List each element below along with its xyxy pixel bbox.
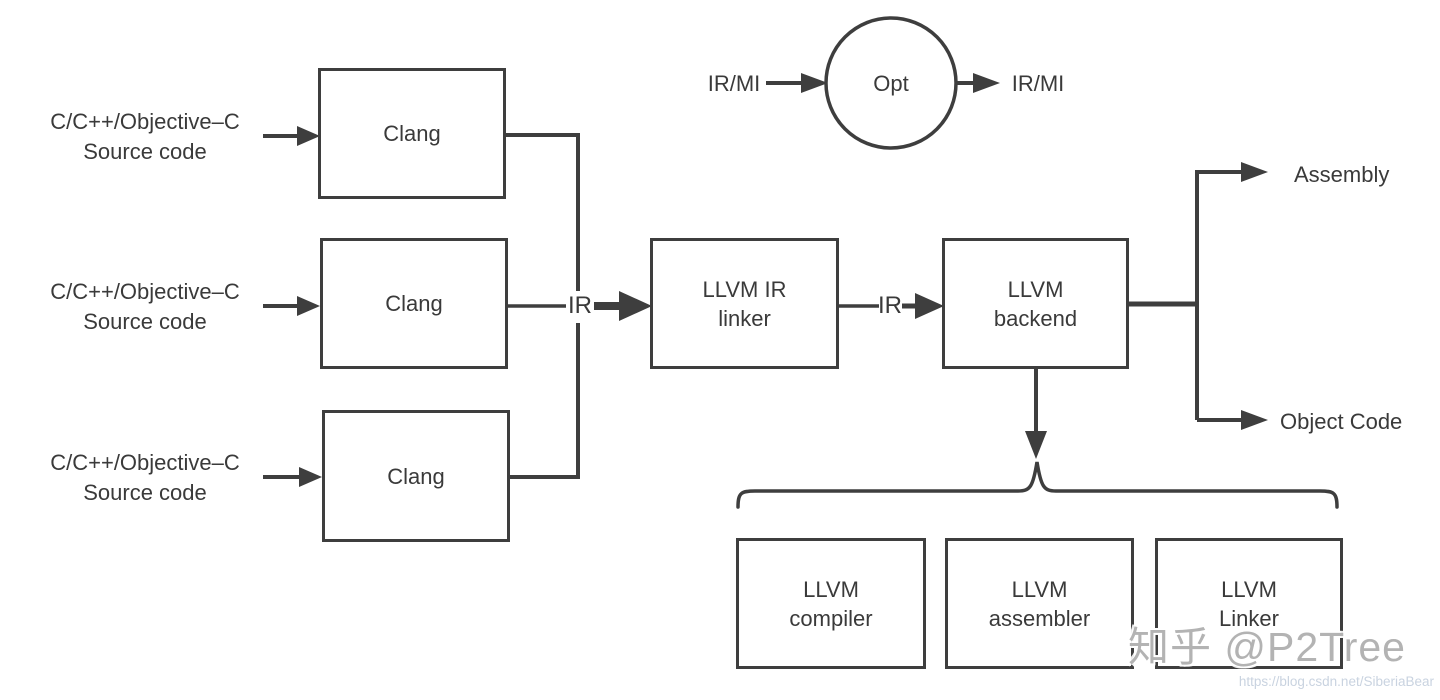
arrow-source1-to-clang1: [263, 126, 320, 146]
arrowhead-icon: [1241, 162, 1268, 182]
arrow-source3-to-clang3: [263, 467, 322, 487]
llvm-linker-line1: LLVM: [1221, 576, 1277, 602]
arrow-irmi-to-opt: [766, 73, 828, 93]
llvm-linker-box: LLVM Linker: [1155, 538, 1343, 669]
irmi-output-label: IR/MI: [1011, 71, 1065, 96]
arrow-ir-to-backend: [902, 293, 944, 319]
llvm-compiler-box: LLVM compiler: [736, 538, 926, 669]
clang-box-1: Clang: [318, 68, 506, 199]
ir-linked-label: IR: [878, 292, 902, 319]
clang-box-2-label: Clang: [385, 291, 443, 316]
source-code-label-2: C/C++/Objective–C Source code: [20, 277, 270, 337]
clang-box-3: Clang: [322, 410, 510, 542]
zhihu-watermark: 知乎 @P2Tree: [1128, 624, 1406, 670]
arrowhead-icon: [1025, 431, 1047, 459]
opt-node-label: Opt: [873, 71, 909, 96]
object-code-output-label: Object Code: [1280, 409, 1403, 434]
llvm-backend-line1: LLVM: [1007, 276, 1064, 302]
arrowhead-icon: [915, 293, 944, 319]
arrowhead-icon: [297, 296, 320, 316]
arrowhead-icon: [801, 73, 828, 93]
llvm-ir-linker-box: LLVM IR linker: [650, 238, 839, 369]
source-code-label-1: C/C++/Objective–C Source code: [20, 107, 270, 167]
csdn-url-watermark: https://blog.csdn.net/SiberiaBear: [1238, 674, 1434, 689]
ir-merged-label: IR: [568, 292, 592, 319]
arrowhead-icon: [299, 467, 322, 487]
source-code-label-3: C/C++/Objective–C Source code: [20, 448, 270, 508]
source-code-label-2-line2: Source code: [83, 309, 207, 334]
wire-clang1-to-merge: [504, 133, 580, 291]
arrowhead-icon: [297, 126, 320, 146]
llvm-assembler-line1: LLVM: [1011, 576, 1068, 602]
source-code-label-1-line2: Source code: [83, 139, 207, 164]
clang-box-1-label: Clang: [383, 121, 441, 146]
irmi-input-label: IR/MI: [707, 71, 761, 96]
source-code-label-2-line1: C/C++/Objective–C: [50, 279, 240, 304]
clang-box-3-label: Clang: [387, 463, 445, 489]
source-code-label-1-line1: C/C++/Objective–C: [50, 109, 240, 134]
llvm-compiler-line1: LLVM: [803, 576, 859, 602]
arrow-source2-to-clang2: [263, 296, 320, 316]
arrow-branch-to-assembly: [1197, 162, 1268, 182]
arrowhead-icon: [973, 73, 1000, 93]
arrowhead-icon: [1241, 410, 1268, 430]
arrow-branch-to-objectcode: [1197, 410, 1268, 430]
llvm-backend-line2: backend: [993, 305, 1078, 331]
arrow-ir-to-linker: [594, 291, 652, 321]
arrow-opt-to-irmi: [956, 73, 1000, 93]
source-code-label-3-line2: Source code: [83, 480, 207, 505]
clang-box-2: Clang: [320, 238, 508, 369]
arrow-backend-to-components: [1025, 367, 1047, 459]
arrowhead-icon: [619, 291, 652, 321]
llvm-ir-linker-line2: linker: [718, 305, 771, 331]
llvm-linker-line2: Linker: [1219, 605, 1279, 631]
llvm-assembler-line2: assembler: [988, 605, 1091, 631]
source-code-label-3-line1: C/C++/Objective–C: [50, 450, 240, 475]
llvm-assembler-box: LLVM assembler: [945, 538, 1134, 669]
curly-brace: [736, 461, 1339, 509]
wire-clang3-to-merge: [508, 323, 580, 479]
llvm-compiler-line2: compiler: [789, 605, 873, 631]
llvm-backend-box: LLVM backend: [942, 238, 1129, 369]
llvm-ir-linker-line1: LLVM IR: [702, 276, 787, 302]
assembly-output-label: Assembly: [1294, 162, 1390, 187]
